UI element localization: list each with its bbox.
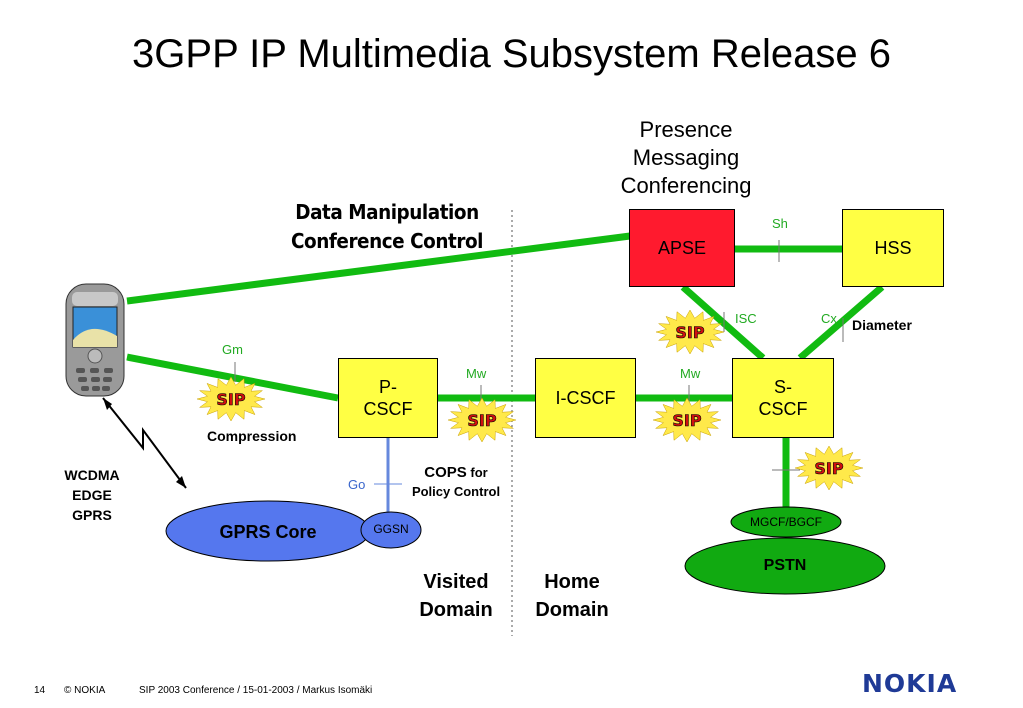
sip-badge-text: SIP — [675, 323, 704, 342]
footer-info: SIP 2003 Conference / 15-01-2003 / Marku… — [139, 685, 373, 696]
pcscf-node[interactable]: P- CSCF — [338, 358, 438, 438]
cops-label: COPS for Policy Control — [398, 463, 514, 501]
visited-line1: Visited — [423, 571, 489, 593]
access-edge: EDGE — [72, 487, 112, 503]
link-phone-pcscf — [126, 353, 339, 402]
ggsn-label: GGSN — [373, 522, 409, 536]
data-manipulation-line2: Conference Control — [291, 229, 483, 253]
service-presence: Presence — [639, 117, 733, 142]
access-gprs: GPRS — [72, 507, 112, 523]
scscf-label-line2: CSCF — [758, 399, 808, 419]
mw-interface-label-2: Mw — [680, 366, 701, 381]
visited-domain-label: Visited Domain — [404, 568, 508, 624]
gprs-core-label: GPRS Core — [219, 522, 317, 542]
pcscf-label-line2: CSCF — [363, 399, 413, 419]
pstn-ellipse — [684, 537, 886, 595]
mw-interface-label-1: Mw — [466, 366, 487, 381]
link-apse-scscf — [680, 284, 766, 361]
cops-text: COPS — [424, 464, 467, 481]
diameter-label: Diameter — [852, 317, 912, 333]
hss-node[interactable]: HSS — [842, 209, 944, 287]
mobile-phone-icon — [65, 283, 125, 397]
apse-label: APSE — [657, 238, 707, 258]
sip-starburst — [652, 397, 722, 443]
sh-interface-label: Sh — [772, 216, 788, 231]
footer-copyright: © NOKIA — [64, 685, 106, 696]
sip-starburst — [447, 397, 517, 443]
sip-badge-mw-icscf-scscf: SIP — [652, 397, 722, 443]
access-technologies-label: WCDMA EDGE GPRS — [50, 465, 134, 525]
sip-badge-text: SIP — [467, 411, 496, 430]
sip-badge-mw-pcscf-icscf: SIP — [447, 397, 517, 443]
page-title: 3GPP IP Multimedia Subsystem Release 6 — [132, 32, 891, 76]
scscf-node[interactable]: S- CSCF — [732, 358, 834, 438]
service-conferencing: Conferencing — [620, 173, 752, 198]
icscf-node[interactable]: I-CSCF — [535, 358, 636, 438]
link-hss-scscf — [797, 284, 885, 361]
data-manipulation-line1: Data Manipulation — [295, 200, 479, 224]
sip-badge-text: SIP — [216, 390, 245, 409]
compression-label: Compression — [207, 428, 297, 444]
home-line1: Home — [544, 571, 600, 593]
cops-for-text: for — [470, 465, 488, 480]
data-manipulation-label: Data Manipulation Conference Control — [281, 198, 493, 256]
nokia-logo: NOKIA — [862, 669, 958, 698]
policy-control-text: Policy Control — [411, 484, 501, 499]
radio-link-icon — [102, 397, 187, 489]
go-interface-label: Go — [348, 477, 366, 492]
gm-interface-label: Gm — [222, 342, 243, 357]
hss-label: HSS — [874, 238, 912, 258]
home-domain-label: Home Domain — [520, 568, 624, 624]
service-messaging: Messaging — [632, 145, 740, 170]
visited-line2: Domain — [419, 599, 493, 621]
sip-starburst — [196, 376, 266, 422]
footer-page-number: 14 — [34, 685, 46, 696]
sip-starburst — [655, 309, 725, 355]
sip-badge-text: SIP — [672, 411, 701, 430]
apse-node[interactable]: APSE — [629, 209, 735, 287]
home-line2: Domain — [535, 599, 609, 621]
sip-badge-gm: SIP — [196, 376, 266, 422]
ggsn-ellipse — [360, 511, 422, 549]
mgcf-ellipse — [730, 506, 842, 538]
sip-starburst — [794, 445, 864, 491]
link-phone-apse — [126, 232, 631, 305]
sip-badge-text: SIP — [814, 459, 843, 478]
sip-badge-mgcf: SIP — [794, 445, 864, 491]
sip-badge-isc: SIP — [655, 309, 725, 355]
pstn-label: PSTN — [763, 557, 807, 574]
access-wcdma: WCDMA — [64, 467, 120, 483]
pcscf-label-line1: P- — [379, 377, 397, 397]
isc-interface-label: ISC — [735, 311, 757, 326]
services-label: Presence Messaging Conferencing — [600, 116, 772, 200]
cx-interface-label: Cx — [821, 311, 837, 326]
icscf-label: I-CSCF — [555, 388, 616, 408]
mgcf-label: MGCF/BGCF — [750, 515, 822, 529]
scscf-label-line1: S- — [774, 377, 792, 397]
